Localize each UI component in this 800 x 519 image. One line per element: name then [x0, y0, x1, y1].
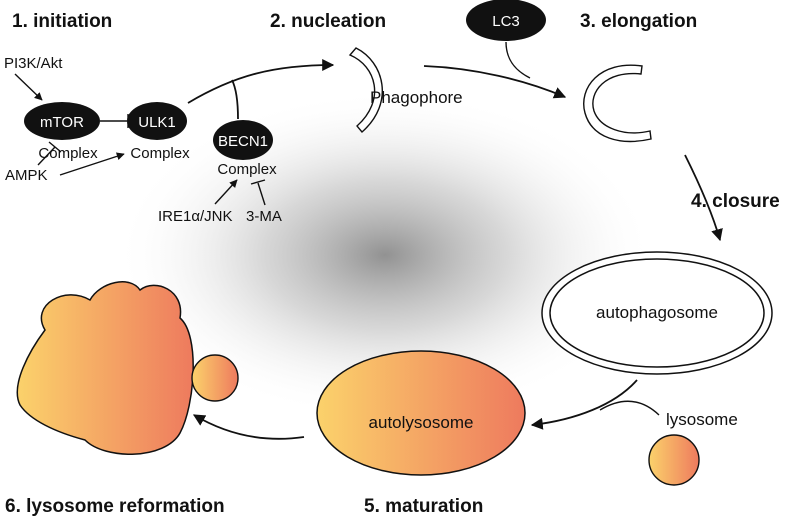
lc3-branch-line	[505, 41, 531, 79]
phagophore-label: Phagophore	[370, 88, 463, 107]
becn1-complex-label: Complex	[217, 161, 277, 178]
phagophore-membrane	[348, 47, 383, 134]
elongated-membrane	[583, 64, 652, 143]
lc3-label: LC3	[492, 13, 520, 30]
lysosome-label: lysosome	[666, 410, 738, 429]
ampk-inhibits-mtor-bar	[48, 141, 62, 153]
autophagosome-inner-membrane	[549, 258, 765, 368]
background-shadow	[115, 90, 655, 420]
autolysosome-vesicle	[316, 350, 526, 476]
lysosome-branch-line	[599, 400, 660, 416]
elongation-to-closure-arrow	[684, 154, 723, 242]
autophagosome-label: autophagosome	[596, 303, 718, 322]
step-nucleation-title: 2. nucleation	[270, 11, 386, 32]
ire1-to-becn1-arrow	[214, 179, 238, 205]
ulk1-complex-label: Complex	[130, 145, 190, 162]
maturation-to-reformation-arrow	[192, 414, 305, 440]
becn1-node	[213, 120, 273, 160]
reforming-lysosome-blob	[16, 281, 194, 455]
initiation-to-nucleation-arrow	[187, 59, 335, 104]
ulk1-node	[127, 102, 187, 140]
lysosome-vesicle	[648, 434, 700, 486]
step-initiation-title: 1. initiation	[12, 11, 112, 32]
ampk-to-ulk1-arrow	[59, 152, 125, 176]
step-elongation-title: 3. elongation	[580, 11, 697, 32]
pi3k-to-mtor-arrow	[14, 73, 43, 101]
autolysosome-label: autolysosome	[369, 413, 474, 432]
three-ma-label: 3-MA	[246, 208, 282, 225]
step-maturation-title: 5. maturation	[364, 496, 483, 517]
mtor-complex-label: Complex	[38, 145, 98, 162]
ulk1-label: ULK1	[138, 114, 176, 131]
nucleation-to-elongation-arrow	[423, 65, 567, 99]
mtor-node	[24, 102, 100, 140]
lc3-node	[466, 0, 546, 41]
three-ma-inhibits-becn1-bar	[250, 179, 266, 185]
closure-to-maturation-arrow	[530, 379, 638, 430]
step-lysosome-reformation-title: 6. lysosome reformation	[5, 496, 225, 517]
ampk-inhibits-mtor	[37, 146, 56, 166]
mtor-label: mTOR	[40, 114, 84, 131]
small-lysosome-vesicle	[191, 354, 239, 402]
step-closure-title: 4. closure	[691, 191, 780, 212]
pi3k-akt-label: PI3K/Akt	[4, 55, 63, 72]
three-ma-inhibits-becn1	[257, 182, 266, 206]
ampk-label: AMPK	[5, 167, 48, 184]
becn1-label: BECN1	[218, 133, 268, 150]
becn1-branch-line	[231, 79, 239, 120]
ire1-jnk-label: IRE1α/JNK	[158, 208, 233, 225]
